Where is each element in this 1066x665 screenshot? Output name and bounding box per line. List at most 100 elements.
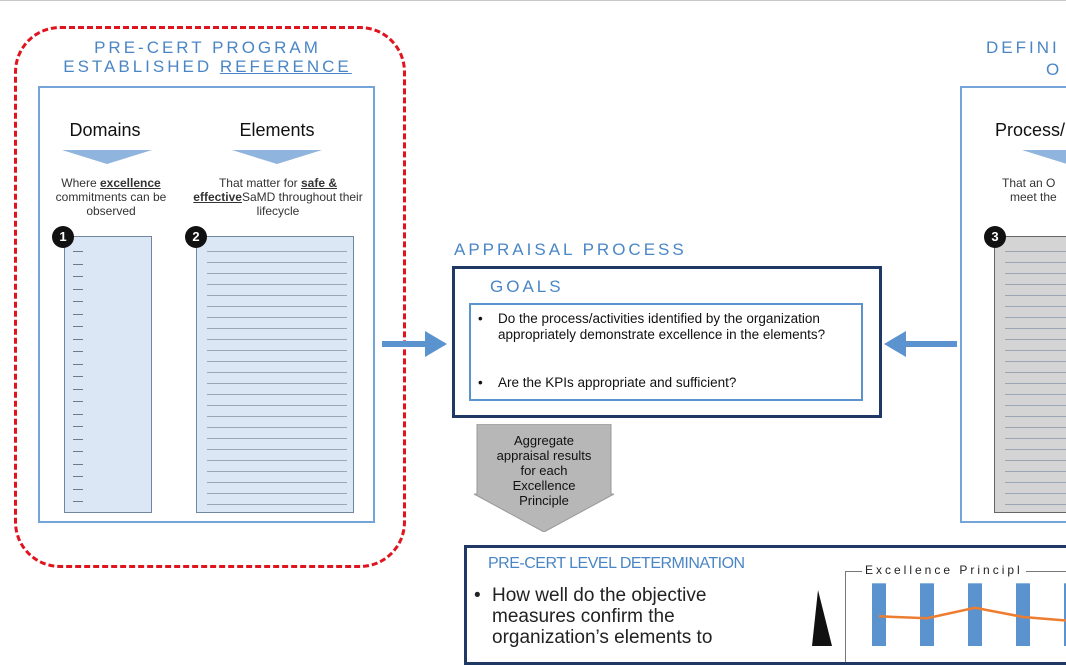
list-rule [73,301,83,302]
list-rule [1005,471,1066,472]
list-rule [73,413,83,415]
badge-1: 1 [52,226,74,248]
elements-chevron-icon [232,150,322,164]
list-rule [1005,284,1066,285]
elements-description: That matter for safe & effectiveSaMD thr… [192,176,364,218]
domains-description: Where excellence commitments can be obse… [46,176,176,218]
list-rule [1005,394,1066,395]
list-rule [73,326,83,327]
arrow-left-icon [884,331,906,357]
list-rule [1005,361,1066,362]
list-rule [207,339,347,340]
list-rule [73,451,83,452]
chart-bar [968,583,982,646]
domains-chevron-icon [62,150,152,164]
list-rule [73,438,83,440]
list-rule [1005,317,1066,318]
list-rule [207,383,347,384]
process-heading: Process/ [995,120,1066,140]
list-rule [73,288,83,290]
list-rule [207,449,347,450]
chart-title: Excellence Principl [862,563,1026,577]
domains-list [64,236,152,513]
chart-bar [872,583,886,646]
list-rule [1005,416,1066,417]
list-rule [207,251,347,252]
list-rule [73,276,83,277]
list-rule [73,363,83,365]
list-rule [207,482,347,483]
list-rule [207,350,347,351]
list-rule [73,388,83,390]
list-rule [207,427,347,428]
list-rule [207,317,347,318]
badge-3: 3 [984,226,1006,248]
reference-title-line1: PRE-CERT PROGRAM [94,38,321,57]
elements-desc-pre: That matter for [218,176,301,190]
arrow-right-icon [425,331,447,357]
pointer-wedge-icon [812,590,832,646]
aggregate-line: Aggregate [514,433,574,448]
process-chevron-icon [1022,150,1066,164]
domains-desc-post: commitments can be observed [55,190,167,218]
list-rule [207,372,347,373]
list-rule [1005,482,1066,483]
list-rule [207,471,347,472]
list-rule [1005,273,1066,274]
list-rule [207,306,347,307]
goal-item: • Do the process/activities identified b… [478,311,858,343]
highlight-dashed-outline [14,26,406,568]
list-rule [73,313,83,315]
list-rule [1005,350,1066,351]
list-rule [1005,449,1066,450]
list-rule [207,438,347,439]
list-rule [207,361,347,362]
list-rule [207,295,347,296]
appraisal-title: APPRAISAL PROCESS [454,240,687,259]
level-bullet-text: How well do the objective measures confi… [492,585,713,648]
list-rule [207,460,347,461]
defined-title-line2: O [1046,60,1063,79]
domains-desc-pre: Where [61,176,100,190]
list-rule [1005,460,1066,461]
badge-2: 2 [185,226,207,248]
list-rule [207,328,347,329]
list-rule [73,488,83,490]
list-rule [207,262,347,263]
list-rule [73,351,83,352]
aggregate-text: Aggregate appraisal results for each Exc… [474,433,614,508]
bullet-icon: • [474,585,481,606]
process-desc-line2: meet the [1010,190,1057,204]
excellence-chart [872,583,1066,646]
elements-heading: Elements [239,120,315,140]
list-rule [1005,405,1066,406]
level-title: PRE-CERT LEVEL DETERMINATION [488,555,745,572]
aggregate-arrow-icon [474,424,614,532]
list-rule [1005,251,1066,252]
list-rule [1005,328,1066,329]
list-rule [207,405,347,406]
list-rule [73,476,83,477]
domains-desc-bold: excellence [99,176,161,190]
chart-bar [920,583,934,646]
aggregate-line: Excellence [512,478,576,493]
goal-item: • Are the KPIs appropriate and sufficien… [478,375,858,391]
defined-title-line1: DEFINI [986,38,1060,57]
process-description: That an O meet the [1002,176,1066,204]
list-rule [207,504,347,505]
list-rule [73,401,83,402]
goal-text: Are the KPIs appropriate and sufficient? [498,375,737,390]
list-rule [73,463,83,465]
list-rule [207,493,347,494]
list-rule [207,273,347,274]
aggregate-line: appraisal results [496,448,592,463]
reference-title-prefix: ESTABLISHED [63,57,220,76]
reference-title-line2: ESTABLISHED REFERENCE [40,57,375,77]
list-rule [73,338,83,340]
elements-desc-bold2: effective [193,190,242,204]
list-rule [1005,295,1066,296]
list-rule [73,251,83,252]
list-rule [1005,438,1066,439]
defined-panel [960,86,1066,523]
process-list [994,236,1066,513]
